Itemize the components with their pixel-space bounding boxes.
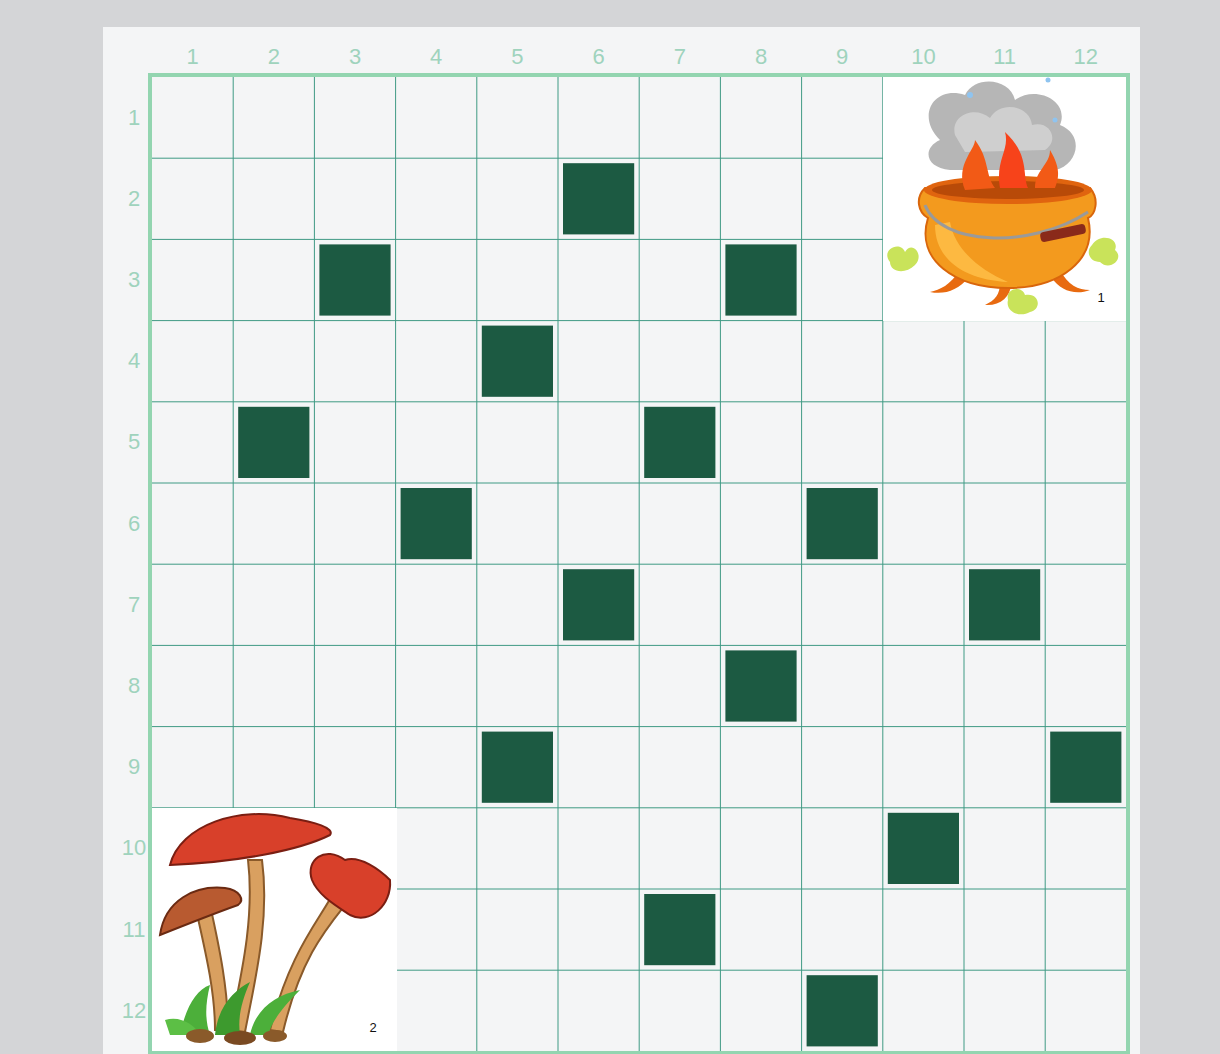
obstacle-square — [238, 407, 309, 478]
mushroom-cell — [152, 808, 397, 1052]
row-number: 10 — [122, 836, 146, 860]
board-frame — [150, 75, 1128, 1053]
obstacle-square — [319, 244, 390, 315]
obstacle-square — [401, 488, 472, 559]
row-number: 12 — [122, 999, 146, 1023]
cauldron-illustration — [887, 78, 1118, 315]
obstacle-square — [482, 326, 553, 397]
cauldron-cell — [883, 77, 1128, 321]
column-number: 6 — [592, 45, 604, 69]
obstacle-square — [1050, 732, 1121, 803]
callout-number: 1 — [1097, 291, 1104, 305]
row-number: 9 — [128, 755, 140, 779]
column-number: 2 — [268, 45, 280, 69]
column-number: 10 — [911, 45, 935, 69]
obstacle-square — [807, 975, 878, 1046]
row-number: 2 — [128, 187, 140, 211]
row-number: 3 — [128, 268, 140, 292]
obstacle-square — [563, 163, 634, 234]
column-number: 9 — [836, 45, 848, 69]
column-number: 3 — [349, 45, 361, 69]
dark-squares — [238, 163, 1121, 1046]
row-number: 4 — [128, 349, 140, 373]
obstacle-square — [644, 407, 715, 478]
obstacle-square — [644, 894, 715, 965]
grid-line — [152, 645, 1126, 646]
row-number: 8 — [128, 674, 140, 698]
row-number: 7 — [128, 593, 140, 617]
grid-lines — [152, 77, 1126, 1051]
grid-line — [801, 77, 802, 1051]
row-number: 1 — [128, 106, 140, 130]
obstacle-square — [888, 813, 959, 884]
column-number: 12 — [1074, 45, 1098, 69]
obstacle-square — [725, 244, 796, 315]
column-number: 11 — [993, 45, 1016, 69]
column-number: 1 — [186, 45, 198, 69]
obstacle-square — [807, 488, 878, 559]
column-number: 8 — [755, 45, 767, 69]
mushroom-illustration — [160, 814, 390, 1045]
row-number: 6 — [128, 512, 140, 536]
obstacle-square — [482, 732, 553, 803]
row-number: 11 — [123, 918, 146, 942]
obstacle-square — [725, 650, 796, 721]
obstacle-square — [969, 569, 1040, 640]
grid-line — [152, 726, 1126, 727]
grid-line — [152, 564, 1126, 565]
grid-line — [720, 77, 721, 1051]
column-number: 7 — [674, 45, 686, 69]
obstacle-square — [563, 569, 634, 640]
column-number: 4 — [430, 45, 442, 69]
callout-number: 2 — [369, 1021, 376, 1035]
column-number: 5 — [511, 45, 523, 69]
row-number: 5 — [128, 430, 140, 454]
